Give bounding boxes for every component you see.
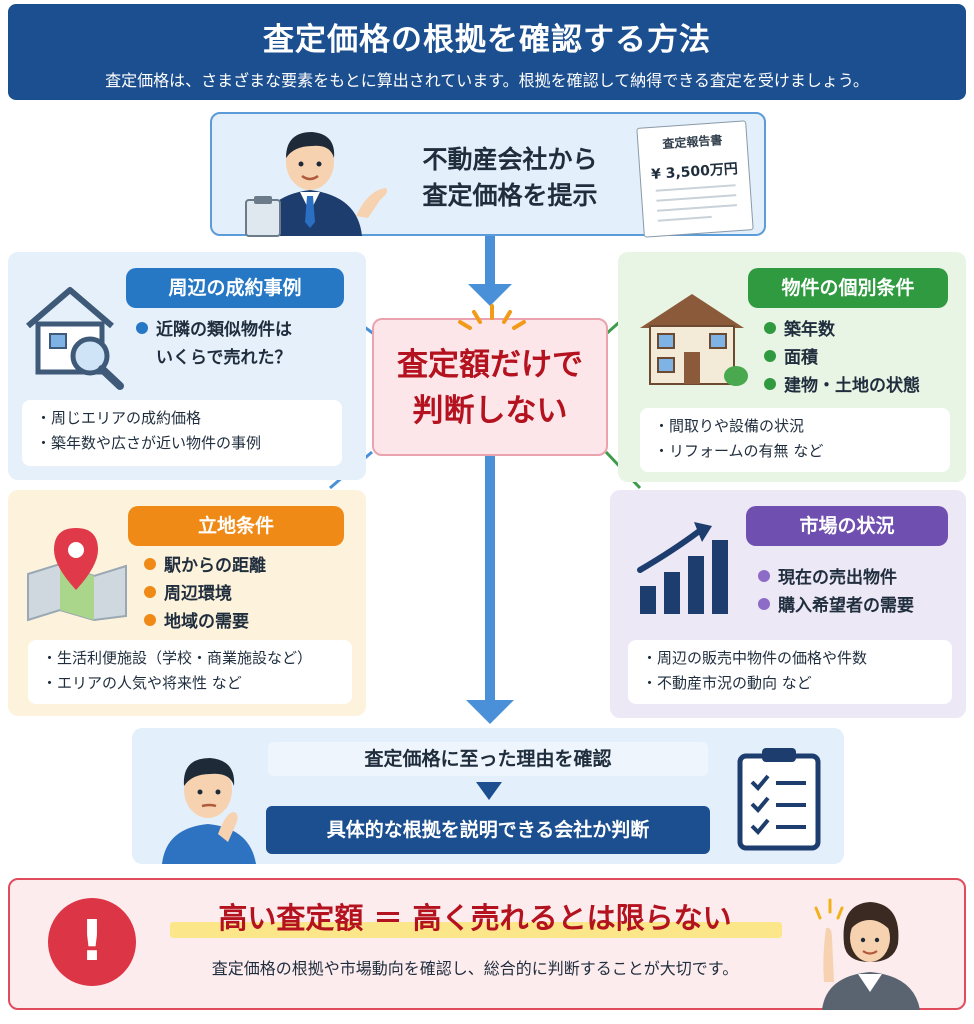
- bullet-text: 建物・土地の状態: [784, 376, 920, 396]
- bullet-text: 現在の売出物件: [778, 568, 897, 588]
- report-line: [657, 215, 712, 222]
- detail-item: ・周辺の販売中物件の価格や件数: [642, 649, 868, 667]
- bullet-text: 地域の需要: [164, 612, 249, 632]
- businessman-icon: [245, 132, 388, 237]
- section-nearby-transactions: 周辺の成約事例 近隣の類似物件は いくらで売れた？ ・周じエリアの成約価格 ・築…: [8, 252, 366, 480]
- bullet-item: 面積: [764, 344, 920, 372]
- section-title-pill: 物件の個別条件: [748, 268, 948, 308]
- detail-item: ・間取りや設備の状況: [654, 417, 805, 435]
- center-line-2: 判断しない: [412, 393, 568, 429]
- page-title: 査定価格の根拠を確認する方法: [263, 22, 711, 58]
- bullet-dot: [758, 570, 770, 582]
- thinking-man-icon: [162, 758, 256, 864]
- bullet-dot: [764, 350, 776, 362]
- detail-box: ・周辺の販売中物件の価格や件数 ・不動産市況の動向 など: [628, 640, 952, 704]
- bullet-dot: [144, 558, 156, 570]
- bullet-item: いくらで売れた？: [136, 344, 292, 372]
- page-subtitle: 査定価格は、さまざまな要素をもとに算出されています。根拠を確認して納得できる査定…: [105, 71, 869, 90]
- bullet-list: 駅からの距離 周辺環境 地域の需要: [144, 552, 266, 636]
- bullet-text: 築年数: [784, 320, 835, 340]
- presentation-line-1: 不動産会社から: [422, 145, 598, 174]
- bullet-item: 地域の需要: [144, 608, 266, 636]
- exclamation-icon: [48, 898, 136, 986]
- warning-box: [8, 878, 966, 1010]
- bullet-dot: [144, 586, 156, 598]
- map-pin-icon: [27, 528, 127, 622]
- report-title: 査定報告書: [661, 133, 723, 152]
- presentation-text: 不動産会社から 査定価格を提示: [390, 142, 630, 214]
- bullet-dot: [764, 322, 776, 334]
- warning-text: 査定価格の根拠や市場動向を確認し、総合的に判断することが大切です。: [211, 959, 739, 978]
- section-title-pill: 市場の状況: [746, 506, 948, 546]
- section-title-pill: 周辺の成約事例: [126, 268, 344, 308]
- section-market-conditions: 市場の状況 現在の売出物件 購入希望者の需要 ・周辺の販売中物件の価格や件数 ・…: [610, 490, 966, 718]
- bullet-text: 近隣の類似物件は: [156, 320, 292, 340]
- down-arrow-icon: [476, 782, 502, 800]
- report-price: ¥ 3,500万円: [650, 161, 739, 184]
- bullet-item: 現在の売出物件: [758, 564, 914, 592]
- detail-box: ・周じエリアの成約価格 ・築年数や広さが近い物件の事例: [22, 400, 342, 466]
- title-highlight: [170, 922, 782, 938]
- bullet-list: 近隣の類似物件は いくらで売れた？: [136, 316, 292, 372]
- detail-item: ・エリアの人気や将来性 など: [42, 674, 242, 692]
- bullet-text: 購入希望者の需要: [778, 596, 914, 616]
- bullet-text: 面積: [784, 348, 818, 368]
- report-line: [656, 194, 737, 202]
- bullet-item: 近隣の類似物件は: [136, 316, 292, 344]
- bullet-dot: [764, 378, 776, 390]
- detail-box: ・間取りや設備の状況 ・リフォームの有無 など: [640, 408, 950, 472]
- center-callout: 査定額だけで 判断しない: [372, 318, 608, 456]
- section-title-pill: 立地条件: [128, 506, 344, 546]
- section-property-conditions: 物件の個別条件 築年数 面積 建物・土地の状態 ・間取りや設備の状況 ・リフォー…: [618, 252, 966, 482]
- detail-item: ・不動産市況の動向 など: [642, 674, 812, 692]
- presentation-line-2: 査定価格を提示: [422, 181, 598, 210]
- house-icon: [640, 294, 748, 386]
- section-location-conditions: 立地条件 駅からの距離 周辺環境 地域の需要 ・生活利便施設（学校・商業施設など…: [8, 490, 366, 716]
- report-line: [657, 204, 737, 212]
- bullet-item: 周辺環境: [144, 580, 266, 608]
- bullet-text: 駅からの距離: [164, 556, 266, 576]
- bullet-item: 駅からの距離: [144, 552, 266, 580]
- exclamation-mark: !: [79, 909, 105, 974]
- pointing-woman-icon: [814, 898, 920, 1010]
- bullet-text: いくらで売れた？: [156, 348, 292, 368]
- bullet-item: 建物・土地の状態: [764, 372, 920, 400]
- bullet-text: 周辺環境: [164, 584, 232, 604]
- confirm-reason-label: 査定価格に至った理由を確認: [268, 742, 708, 776]
- detail-item: ・築年数や広さが近い物件の事例: [36, 434, 262, 452]
- judge-company-label: 具体的な根拠を説明できる会社か判断: [266, 806, 710, 854]
- warning-title: 高い査定額 ＝ 高く売れるとは限らない: [218, 901, 732, 935]
- detail-item: ・リフォームの有無 など: [654, 442, 824, 460]
- bullet-dot: [144, 614, 156, 626]
- checklist-clipboard-icon: [737, 748, 821, 851]
- house-search-icon: [26, 287, 124, 390]
- detail-item: ・生活利便施設（学校・商業施設など）: [42, 649, 313, 667]
- bullet-dot: [136, 322, 148, 334]
- bullet-item: 築年数: [764, 316, 920, 344]
- bullet-item: 購入希望者の需要: [758, 592, 914, 620]
- detail-item: ・周じエリアの成約価格: [36, 409, 202, 427]
- header-banner: 査定価格の根拠を確認する方法 査定価格は、さまざまな要素をもとに算出されています…: [8, 4, 966, 100]
- bullet-dot: [758, 598, 770, 610]
- attention-spark-icon: [458, 304, 526, 330]
- rising-bar-chart-icon: [637, 522, 728, 614]
- bullet-list: 築年数 面積 建物・土地の状態: [764, 316, 920, 400]
- report-line: [655, 184, 736, 192]
- detail-box: ・生活利便施設（学校・商業施設など） ・エリアの人気や将来性 など: [28, 640, 352, 704]
- center-text: 査定額だけで 判断しない: [374, 342, 606, 434]
- bullet-list: 現在の売出物件 購入希望者の需要: [758, 564, 914, 620]
- center-line-1: 査定額だけで: [397, 347, 583, 383]
- appraisal-report-document: 査定報告書 ¥ 3,500万円: [636, 120, 754, 238]
